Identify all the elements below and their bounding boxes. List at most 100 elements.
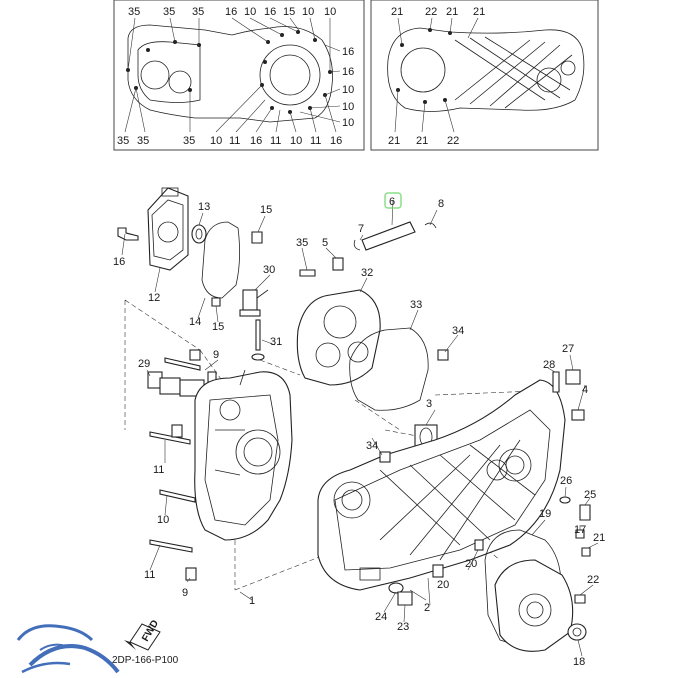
callout-14: 14: [189, 316, 201, 328]
callout-10: 10: [157, 514, 169, 526]
inset-label: 10: [210, 135, 222, 147]
part-25-bolt: [579, 504, 591, 521]
inset-label: 16: [342, 66, 354, 78]
callout-32: 32: [361, 267, 373, 279]
callout-11: 11: [144, 569, 155, 581]
inset-label: 21: [446, 6, 458, 18]
part-31-pin: [251, 319, 265, 361]
callout-25: 25: [584, 489, 596, 501]
inset-label: 35: [192, 6, 204, 18]
part-1-left-crankcase: [194, 369, 293, 541]
part-10-bolt: [159, 489, 196, 503]
part-8-clip: [424, 222, 437, 229]
inset-label: 10: [342, 101, 354, 113]
callout-22: 22: [587, 574, 599, 586]
inset-label: 10: [244, 6, 256, 18]
callout-19: 19: [539, 508, 551, 520]
inset-left-top-labels: 35 35 35 16 10 16 15 10 10: [128, 6, 336, 18]
part-4-washer: [571, 409, 585, 421]
inset-label: 11: [270, 135, 281, 147]
callout-29: 29: [138, 358, 150, 370]
part-30-sensor: [239, 289, 269, 317]
inset-label: 35: [163, 6, 175, 18]
part-2-right-crankcase: [317, 379, 566, 591]
callout-20: 20: [465, 558, 477, 570]
part-5-fitting: [332, 257, 344, 271]
callout-33: 33: [410, 299, 422, 311]
callout-26: 26: [560, 475, 572, 487]
callout-4: 4: [582, 384, 588, 396]
brand-logo: [16, 624, 120, 674]
inset-label: 10: [342, 117, 354, 129]
part-32-middle-cover: [296, 289, 381, 386]
part-33-gasket: [349, 327, 429, 411]
callout-15: 15: [212, 321, 224, 333]
part-23-plug: [397, 591, 413, 606]
inset-label: 35: [117, 135, 129, 147]
inset-label: 22: [447, 135, 459, 147]
inset-label: 10: [342, 84, 354, 96]
inset-left-right-labels: 16 16 10 10 10: [342, 46, 354, 129]
inset-label: 22: [425, 6, 437, 18]
inset-label: 16: [225, 6, 237, 18]
part-34-dowel: [379, 349, 449, 463]
part-17-bolt: [575, 529, 585, 539]
callout-21: 21: [593, 532, 605, 544]
inset-label: 21: [388, 135, 400, 147]
callout-35: 35: [296, 237, 308, 249]
callout-1: 1: [249, 595, 255, 607]
callout-6-highlight: [384, 192, 402, 209]
inset-label: 16: [264, 6, 276, 18]
part-21-bolt: [581, 547, 591, 557]
inset-label: 16: [250, 135, 262, 147]
callout-labels: 1 2 3 4 5 6 7 8 9 9 10 11 11 12 13 14 15…: [113, 196, 605, 668]
callout-34: 34: [452, 325, 464, 337]
part-35-bolt: [299, 269, 316, 277]
inset-label: 10: [290, 135, 302, 147]
part-7-clip: [353, 239, 361, 251]
callout-23: 23: [397, 621, 409, 633]
callout-34: 34: [366, 440, 378, 452]
inset-label: 21: [473, 6, 485, 18]
callout-3: 3: [426, 398, 432, 410]
callout-31: 31: [270, 336, 282, 348]
inset-label: 11: [229, 135, 240, 147]
part-13-seal: [191, 224, 207, 244]
inset-right-bottom-labels: 21 21 22: [388, 135, 459, 147]
callout-24: 24: [375, 611, 387, 623]
part-26-washer: [559, 496, 571, 504]
callout-7: 7: [358, 223, 364, 235]
inset-label: 35: [183, 135, 195, 147]
callout-16: 16: [113, 256, 125, 268]
part-20-dowel: [432, 539, 484, 578]
part-cover-right: [494, 559, 574, 652]
callout-15: 15: [260, 204, 272, 216]
inset-label: 21: [416, 135, 428, 147]
callout-8: 8: [438, 198, 444, 210]
inset-panel-left: 35 35 35 16 10 16 15 10 10 16 16 10 10 1…: [113, 0, 365, 151]
part-28-bolt: [552, 371, 560, 393]
callout-2: 2: [424, 602, 430, 614]
part-dowel-left: [171, 424, 183, 438]
callout-9: 9: [213, 349, 219, 361]
inset-panel-right: 21 22 21 21 21 21 22: [370, 0, 599, 151]
inset-label: 15: [283, 6, 295, 18]
main-exploded-view: 1 2 3 4 5 6 7 8 9 9 10 11 11 12 13 14 15…: [113, 187, 605, 668]
callout-6: 6: [389, 196, 395, 208]
callout-12: 12: [148, 292, 160, 304]
part-22-bolt: [574, 594, 586, 604]
inset-left-bottom-labels: 35 35 35 10 11 16 11 10 11 16: [117, 135, 342, 147]
callout-13: 13: [198, 201, 210, 213]
inset-label: 35: [128, 6, 140, 18]
part-9-dowel: [185, 349, 201, 581]
inset-label: 10: [324, 6, 336, 18]
callout-5: 5: [322, 237, 328, 249]
part-14-gasket: [201, 221, 240, 299]
callout-20: 20: [437, 579, 449, 591]
inset-label: 10: [302, 6, 314, 18]
inset-label: 11: [310, 135, 321, 147]
callout-28: 28: [543, 359, 555, 371]
inset-right-top-labels: 21 22 21 21: [391, 6, 485, 18]
inset-label: 16: [330, 135, 342, 147]
